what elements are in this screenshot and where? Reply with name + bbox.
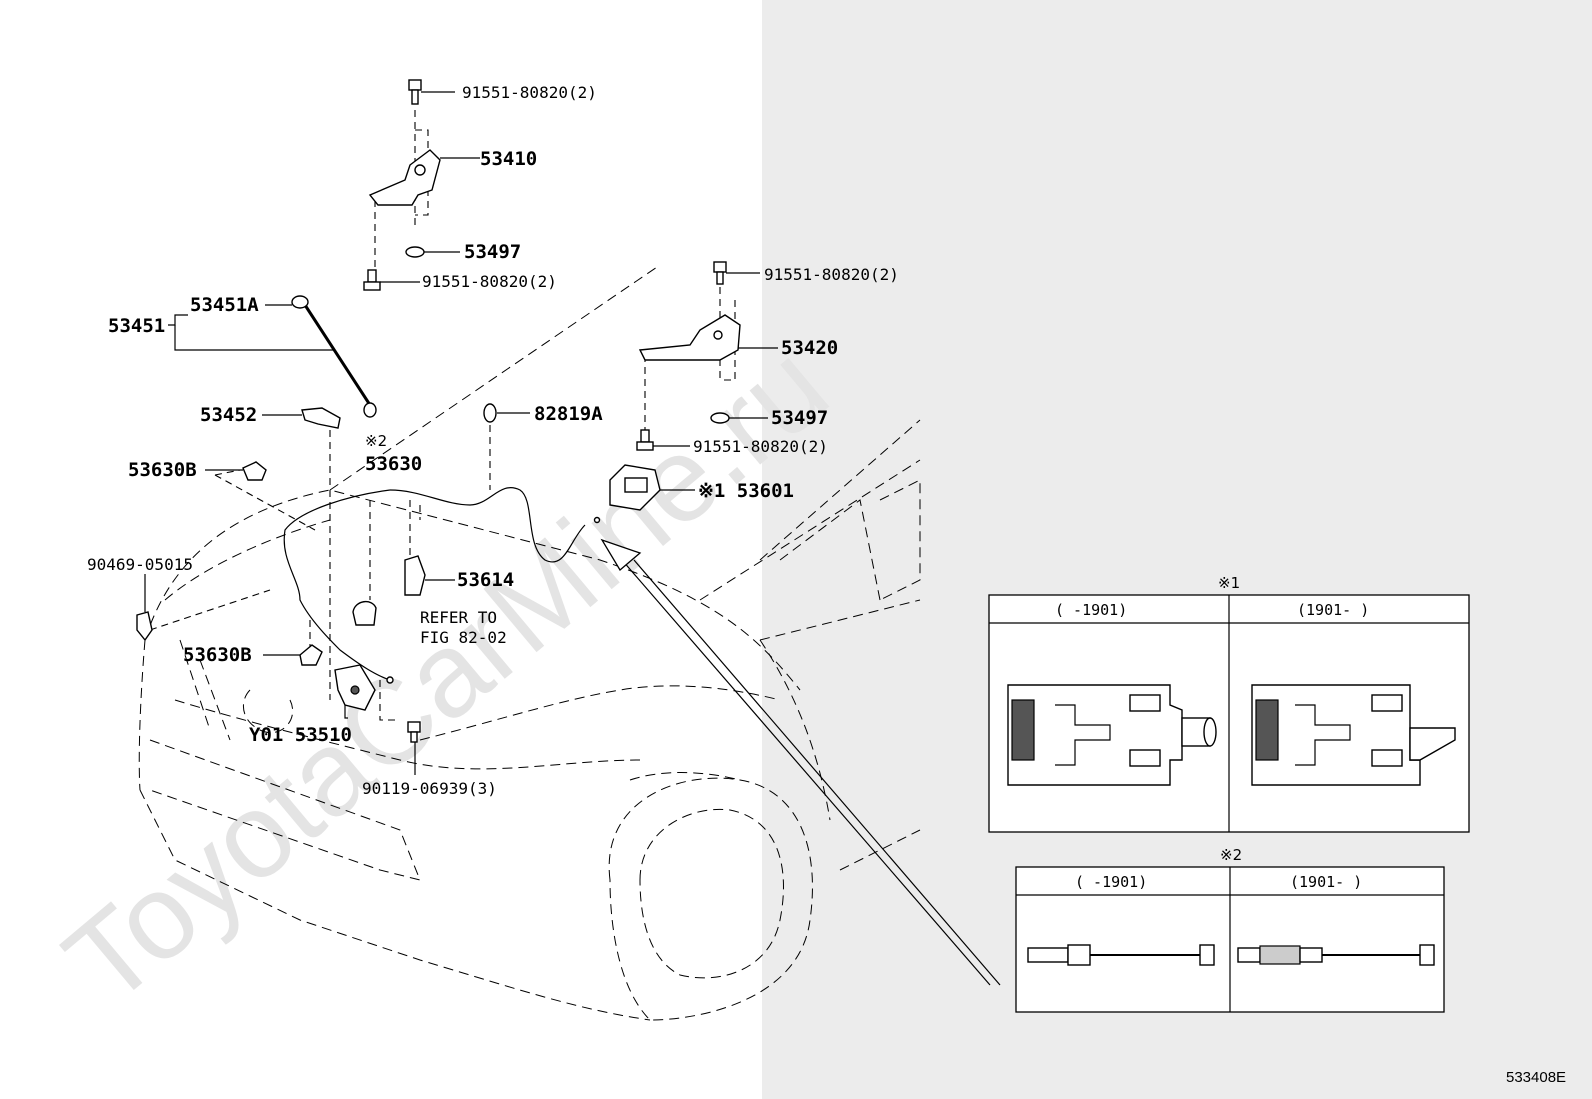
part-hinge-53420 xyxy=(638,314,778,361)
part-rod-holder-53452 xyxy=(262,407,341,429)
inset-pointer-arrow xyxy=(600,538,1001,986)
inset-2-col-right: (1901- ) xyxy=(1290,873,1362,891)
label-refer-line-1: REFER TO xyxy=(420,608,497,627)
inset-2: ※2 ( -1901) (1901- ) xyxy=(1015,846,1445,1013)
label-hinge-53410: 53410 xyxy=(480,148,537,170)
label-refer-line-2: FIG 82-02 xyxy=(420,628,507,647)
inset-1-col-right: (1901- ) xyxy=(1297,601,1369,619)
part-hood-lock-53510 xyxy=(334,664,376,719)
label-hood-lock-53510: Y01 53510 xyxy=(249,724,352,746)
inset-1-connector-old xyxy=(1007,684,1217,786)
label-clip-90469: 90469-05015 xyxy=(87,555,193,574)
label-clamp-53630b-top: 53630B xyxy=(128,459,197,481)
part-refer-clamp xyxy=(352,601,377,626)
part-washer-53497-1 xyxy=(405,246,460,258)
inset-1: ※1 ( -1901) (1901- ) xyxy=(988,574,1470,833)
part-support-rod-53451 xyxy=(168,295,377,418)
part-bolt-bot-1 xyxy=(363,269,420,291)
part-bolt-top-2 xyxy=(713,261,760,285)
label-cable-mark: ※2 xyxy=(365,432,387,450)
label-hinge-53420: 53420 xyxy=(781,337,838,359)
label-bolt-bot-1: 91551-80820(2) xyxy=(422,272,557,291)
part-washer-53497-2 xyxy=(710,412,768,424)
part-bolt-90119 xyxy=(407,721,421,775)
label-bolt-top-2: 91551-80820(2) xyxy=(764,265,899,284)
label-washer-53497-2: 53497 xyxy=(771,407,828,429)
part-hinge-53410 xyxy=(368,149,480,206)
part-clip-90469 xyxy=(136,574,153,642)
part-clamp-53630b-bot xyxy=(263,644,323,666)
part-bolt-bot-2 xyxy=(636,429,690,451)
label-lock-control-53601: ※1 53601 xyxy=(698,480,794,502)
label-bolt-top-1: 91551-80820(2) xyxy=(462,83,597,102)
label-support-rod-53451: 53451 xyxy=(108,315,165,337)
label-bolt-bot-2: 91551-80820(2) xyxy=(693,437,828,456)
label-clamp-82819a: 82819A xyxy=(534,403,603,425)
label-bolt-90119: 90119-06939(3) xyxy=(362,779,497,798)
inset-2-cable-old xyxy=(1027,944,1215,966)
inset-1-col-left: ( -1901) xyxy=(1055,601,1127,619)
label-washer-53497-1: 53497 xyxy=(464,241,521,263)
label-release-cable-53630: 53630 xyxy=(365,453,422,475)
part-lock-control-53601 xyxy=(609,464,695,511)
part-guide-53614 xyxy=(404,555,455,596)
inset-1-connector-new xyxy=(1251,684,1456,786)
vehicle-outline xyxy=(138,264,921,1021)
part-clamp-53630b-top xyxy=(205,461,267,481)
part-bolt-top-1 xyxy=(408,79,455,105)
watermark: ToyotaCarMine.ru xyxy=(41,319,853,1030)
callout-labels: 91551-80820(2) 53410 53497 91551-80820(2… xyxy=(87,83,899,798)
label-guide-53614: 53614 xyxy=(457,569,514,591)
release-cable-path xyxy=(283,487,601,684)
inset-1-mark: ※1 xyxy=(1218,574,1240,592)
label-clamp-53630b-bot: 53630B xyxy=(183,644,252,666)
part-clamp-82819a xyxy=(483,403,530,423)
label-support-rod-53451a: 53451A xyxy=(190,294,259,316)
inset-2-mark: ※2 xyxy=(1220,846,1242,864)
inset-2-cable-new xyxy=(1237,944,1435,966)
figure-id: 533408E xyxy=(1506,1069,1566,1086)
label-rod-holder-53452: 53452 xyxy=(200,404,257,426)
inset-2-col-left: ( -1901) xyxy=(1075,873,1147,891)
